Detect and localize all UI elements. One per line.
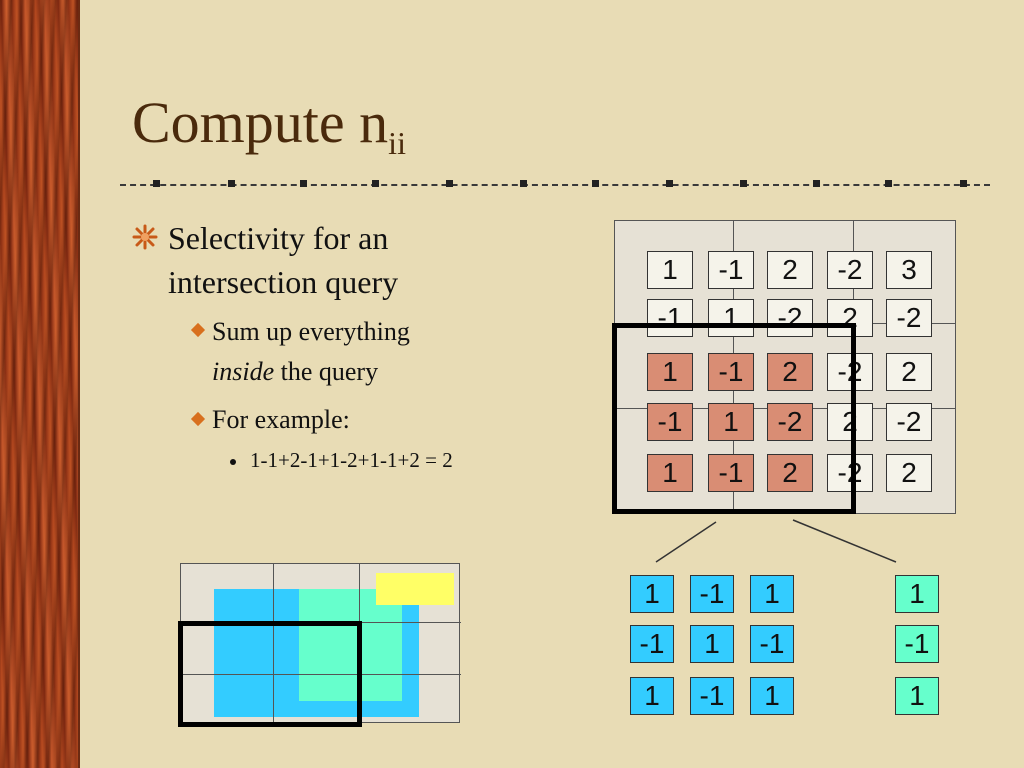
matrix-cell: 2 xyxy=(827,299,873,337)
divider-dot xyxy=(228,180,235,187)
matrix-cell: -1 xyxy=(708,454,754,492)
query-rect xyxy=(178,621,362,727)
query-box xyxy=(612,323,856,514)
matrix-cell: -2 xyxy=(827,251,873,289)
blue-cell: -1 xyxy=(690,677,734,715)
matrix-cell: 1 xyxy=(647,454,693,492)
sub-bullet-1: Sum up everything inside the query xyxy=(212,317,410,386)
blue-cell: 1 xyxy=(630,575,674,613)
matrix-cell: 3 xyxy=(886,251,932,289)
matrix-cell: -2 xyxy=(886,299,932,337)
matrix-cell: 1 xyxy=(647,353,693,391)
diamond-bullet-icon xyxy=(190,322,206,338)
matrix-cell: -2 xyxy=(827,353,873,391)
blue-cell: -1 xyxy=(630,625,674,663)
matrix-cell: 1 xyxy=(647,251,693,289)
blue-cell: 1 xyxy=(690,625,734,663)
diamond-bullet-icon xyxy=(190,411,206,427)
matrix-cell: 2 xyxy=(767,454,813,492)
divider-dot xyxy=(446,180,453,187)
matrix-cell: -2 xyxy=(767,403,813,441)
rect-gridline xyxy=(273,564,274,724)
blue-cell: 1 xyxy=(630,677,674,715)
sub-bullet-2: For example: xyxy=(212,405,350,434)
matrix-cell: 2 xyxy=(886,353,932,391)
rect-gridline xyxy=(181,674,461,675)
blue-cell: -1 xyxy=(690,575,734,613)
green-rect xyxy=(299,589,402,701)
dot-bullet-icon xyxy=(230,459,236,466)
rect-diagram xyxy=(178,563,461,727)
divider-dot xyxy=(740,180,747,187)
sub-sub-bullet: 1-1+2-1+1-2+1-1+2 = 2 xyxy=(230,448,453,473)
divider-dot xyxy=(666,180,673,187)
matrix-cell: -1 xyxy=(647,403,693,441)
matrix-cell: -1 xyxy=(708,353,754,391)
green-cell: -1 xyxy=(895,625,939,663)
matrix-cell: -2 xyxy=(886,403,932,441)
green-cell: 1 xyxy=(895,575,939,613)
green-cell: 1 xyxy=(895,677,939,715)
matrix-cell: 2 xyxy=(767,251,813,289)
divider-dot xyxy=(813,180,820,187)
divider-dot xyxy=(300,180,307,187)
divider-dot xyxy=(153,180,160,187)
matrix-cell: 1 xyxy=(708,403,754,441)
matrix-cell: 2 xyxy=(886,454,932,492)
divider-dot xyxy=(960,180,967,187)
divider-dot xyxy=(592,180,599,187)
blue-cell: 1 xyxy=(750,677,794,715)
wood-border xyxy=(0,0,80,768)
blue-cell: 1 xyxy=(750,575,794,613)
slide-title: Compute nii xyxy=(132,90,406,161)
matrix-cell: -2 xyxy=(827,454,873,492)
matrix-cell: 2 xyxy=(767,353,813,391)
title-divider xyxy=(120,184,990,186)
divider-dot xyxy=(885,180,892,187)
divider-dot xyxy=(372,180,379,187)
blue-cell: -1 xyxy=(750,625,794,663)
yellow-rect xyxy=(376,573,454,605)
bullet-main-text: Selectivity for an intersection query xyxy=(168,220,399,300)
divider-dot xyxy=(520,180,527,187)
star-bullet-icon xyxy=(132,224,158,250)
matrix-cell: -1 xyxy=(708,251,754,289)
